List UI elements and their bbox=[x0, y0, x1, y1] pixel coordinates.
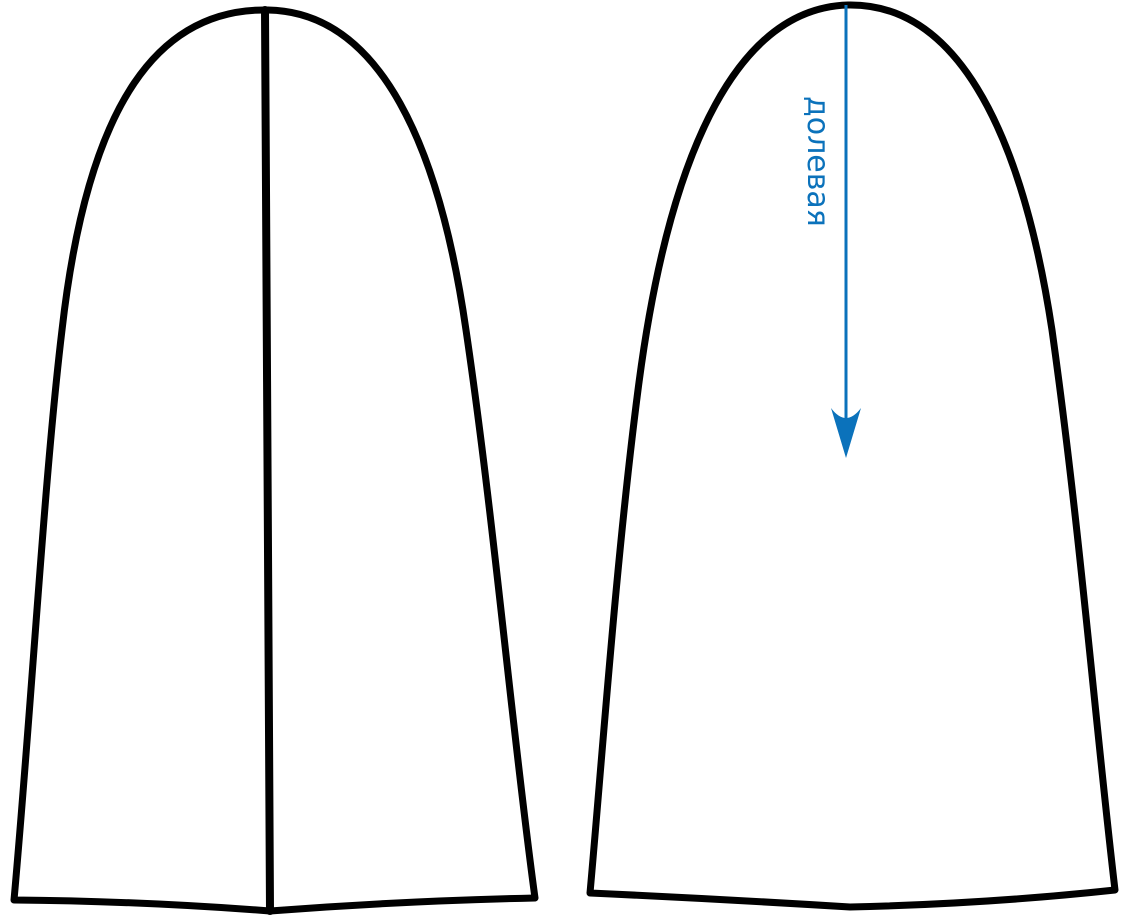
left-piece-outline bbox=[10, 6, 539, 915]
grain-arrow bbox=[831, 5, 861, 458]
right-pattern-piece: долевая bbox=[586, 1, 1119, 911]
grain-arrowhead bbox=[831, 408, 861, 458]
left-pattern-piece bbox=[10, 6, 539, 915]
right-piece-outline bbox=[586, 1, 1119, 911]
center-seam-line bbox=[261, 6, 274, 915]
grain-label: долевая bbox=[800, 96, 835, 227]
